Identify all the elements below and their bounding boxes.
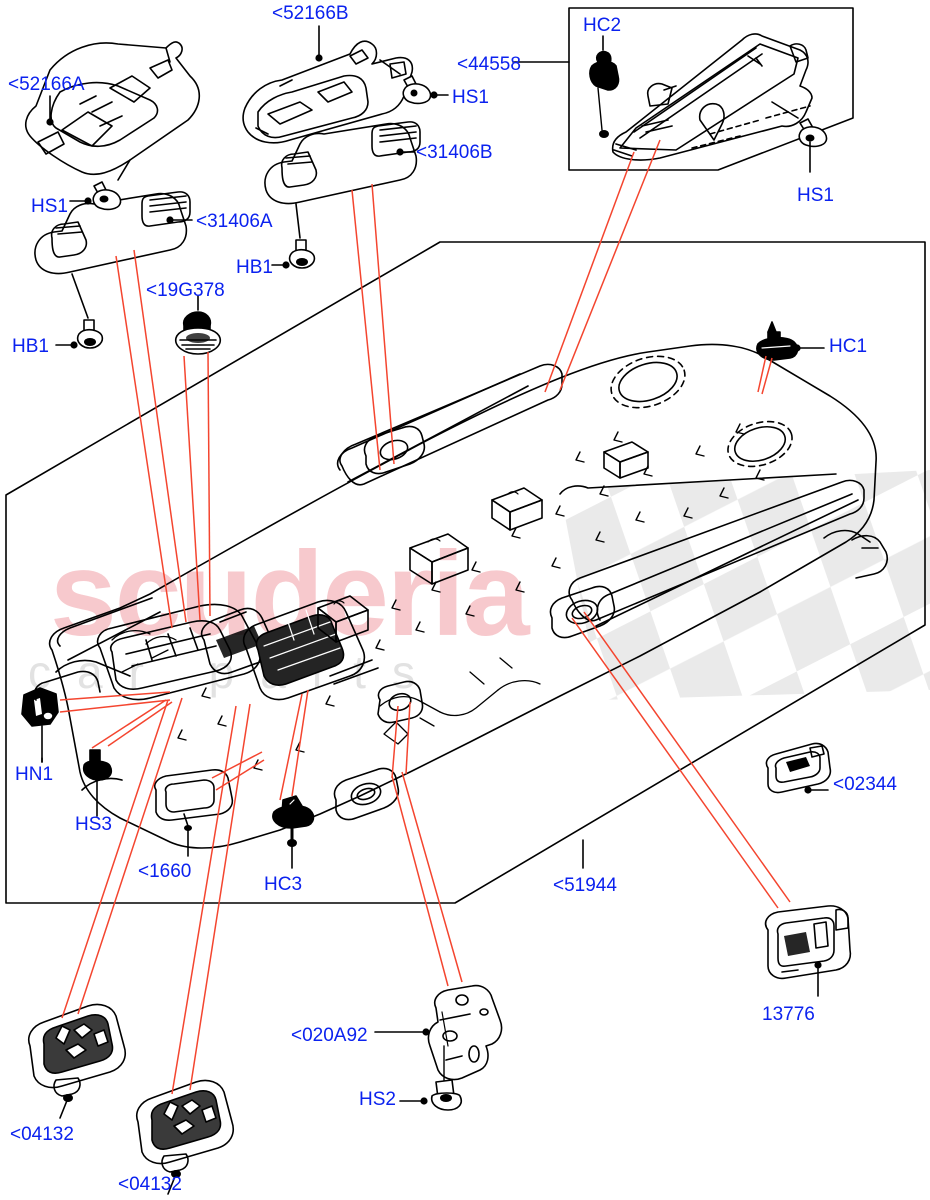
label-02344[interactable]: <02344 <box>833 774 897 795</box>
part-bolt-hb1-b <box>288 239 316 269</box>
label-51944[interactable]: <51944 <box>553 875 617 896</box>
part-sun-visor-clip <box>765 742 832 794</box>
roof-pad-1 <box>317 595 369 643</box>
part-clip-hc3 <box>272 795 315 869</box>
label-52166a[interactable]: <52166A <box>8 74 85 95</box>
part-antenna-base <box>174 311 222 355</box>
label-31406a[interactable]: <31406A <box>196 211 273 232</box>
connector-31406B-HB1 <box>295 203 301 239</box>
connector-31406A-HB1 <box>71 273 89 319</box>
label-hb1-a[interactable]: HB1 <box>12 336 49 357</box>
label-hs1-c[interactable]: HS1 <box>797 185 834 206</box>
label-hs3[interactable]: HS3 <box>75 814 112 835</box>
roof-pad-2 <box>409 533 469 585</box>
part-bolt-hb1-a <box>76 319 104 349</box>
label-hc3[interactable]: HC3 <box>264 874 303 895</box>
connector-52166A-HS1 <box>117 159 131 181</box>
part-nut-hn1 <box>21 687 59 763</box>
label-04132-b[interactable]: <04132 <box>118 1174 182 1195</box>
label-31406b[interactable]: <31406B <box>416 142 493 163</box>
part-sun-visor-right <box>242 40 414 144</box>
checkered-flag-icon <box>560 470 930 700</box>
part-seat-belt-bracket <box>427 984 503 1111</box>
connector-44558-HS1c <box>771 101 799 119</box>
label-hc2[interactable]: HC2 <box>583 15 622 36</box>
roof-pad-3 <box>491 487 543 531</box>
part-grab-handle-rear <box>264 121 421 205</box>
roof-pad-4 <box>603 441 649 479</box>
inset-frame-box <box>568 7 854 171</box>
label-hs2[interactable]: HS2 <box>359 1089 396 1110</box>
main-frame-box <box>5 241 926 904</box>
label-44558[interactable]: <44558 <box>457 54 521 75</box>
connector-52166B-HS1 <box>379 59 401 75</box>
label-19g378[interactable]: <19G378 <box>146 280 225 301</box>
part-access-cover <box>153 769 234 857</box>
part-clip-hc1 <box>756 321 799 361</box>
part-screw-hs1-a <box>92 181 122 211</box>
part-screw-hs3 <box>82 749 113 817</box>
part-roof-console-lamp-b <box>136 1079 234 1195</box>
label-hb1-b[interactable]: HB1 <box>236 257 273 278</box>
part-clip-hc2 <box>589 50 620 138</box>
label-hs1-a[interactable]: HS1 <box>31 196 68 217</box>
label-13776[interactable]: 13776 <box>762 1004 815 1025</box>
label-04132-a[interactable]: <04132 <box>10 1124 74 1145</box>
label-hs1-b[interactable]: HS1 <box>452 87 489 108</box>
part-grab-handle-front <box>34 191 191 275</box>
part-screw-hs1-b <box>402 75 432 105</box>
part-roof-console-lamp-a <box>28 1003 126 1119</box>
part-headlining-panel <box>33 343 889 849</box>
label-1660[interactable]: <1660 <box>138 861 192 882</box>
label-020a92[interactable]: <020A92 <box>291 1025 368 1046</box>
part-interior-lamp <box>764 905 852 980</box>
label-52166b[interactable]: <52166B <box>272 3 349 24</box>
label-hn1[interactable]: HN1 <box>15 764 54 785</box>
label-hc1[interactable]: HC1 <box>829 336 868 357</box>
part-screw-hs1-c <box>798 118 828 173</box>
